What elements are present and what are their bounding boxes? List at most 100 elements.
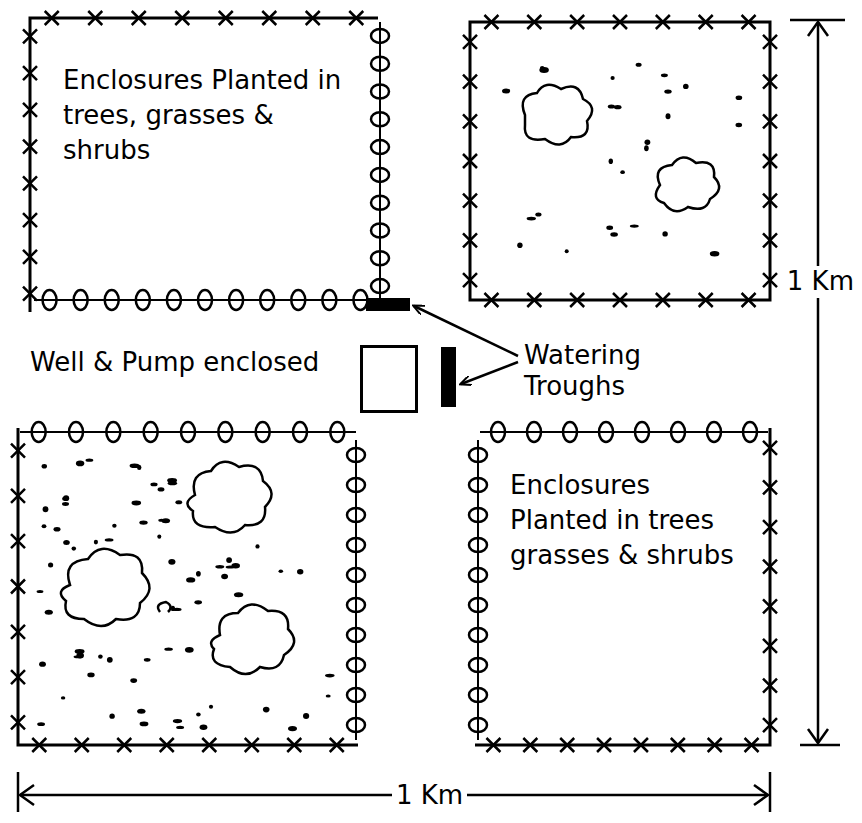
grass-tuft xyxy=(98,654,103,658)
grass-tuft xyxy=(43,506,49,512)
fence-edge xyxy=(30,18,378,312)
fence-x-mark xyxy=(656,293,670,307)
grass-tuft xyxy=(226,565,235,568)
grass-tuft xyxy=(144,658,151,662)
grass-tuft xyxy=(263,707,270,713)
grass-tuft xyxy=(176,726,184,729)
grass-tuft xyxy=(539,67,549,73)
grass-tuft xyxy=(186,577,195,582)
grass-tuft xyxy=(200,725,208,730)
grass-tuft xyxy=(137,465,141,470)
grass-tuft xyxy=(303,713,309,719)
grass-tuft xyxy=(279,570,284,574)
grass-tuft xyxy=(94,540,98,545)
fence-x-mark xyxy=(671,738,685,752)
watering-trough xyxy=(366,298,410,311)
fence-x-mark xyxy=(287,738,301,752)
fence-x-mark xyxy=(306,11,320,25)
fence-x-mark xyxy=(613,15,627,29)
fence-x-mark xyxy=(527,15,541,29)
dimension-horizontal xyxy=(18,772,770,812)
grass-tuft xyxy=(37,722,45,726)
grass-tuft xyxy=(168,559,175,565)
grass-tuft xyxy=(137,709,145,714)
well-enclosure: Well & Pump enclosed xyxy=(30,345,420,413)
fence-x-mark xyxy=(463,194,477,208)
grass-tuft xyxy=(710,251,720,257)
grass-tuft xyxy=(72,547,77,551)
grass-tuft xyxy=(130,678,137,683)
grass-tuft xyxy=(606,226,613,230)
grass-tuft xyxy=(736,123,743,127)
fence-x-mark xyxy=(570,15,584,29)
grass-tuft xyxy=(609,159,613,165)
planted-enclosure: Enclosures Planted in trees, grasses & s… xyxy=(45,45,365,290)
fence-x-mark xyxy=(484,293,498,307)
fence-x-mark xyxy=(11,625,25,639)
fence-x-mark xyxy=(763,639,777,653)
fence-x-mark xyxy=(11,534,25,548)
fence-x-mark xyxy=(613,293,627,307)
fence-x-mark xyxy=(245,738,259,752)
grass-tuft xyxy=(185,647,194,653)
grass-tuft xyxy=(209,705,213,709)
fence-x-mark xyxy=(745,738,759,752)
grass-tuft xyxy=(326,695,331,698)
grass-tuft xyxy=(683,84,689,89)
grass-tuft xyxy=(611,76,615,80)
grass-tuft xyxy=(565,249,569,253)
grass-tuft xyxy=(614,105,622,109)
grass-tuft xyxy=(620,170,625,174)
fence-x-mark xyxy=(23,287,37,301)
fence-x-mark xyxy=(463,154,477,168)
grass-tuft xyxy=(39,662,46,667)
grass-tuft xyxy=(150,483,157,487)
fence-x-mark xyxy=(349,11,363,25)
fence-x-mark xyxy=(23,176,37,190)
grass-tuft xyxy=(736,96,743,101)
grass-tuft xyxy=(630,224,639,227)
fence-x-mark xyxy=(463,273,477,287)
fence-x-mark xyxy=(11,670,25,684)
grass-tuft xyxy=(226,557,232,563)
fence-x-mark xyxy=(23,103,37,117)
fence-x-mark xyxy=(656,15,670,29)
well-label: Well & Pump enclosed xyxy=(30,347,345,378)
grass-tuft xyxy=(162,518,171,523)
fence-x-mark xyxy=(463,75,477,89)
grass-tuft xyxy=(196,571,201,577)
grass-tuft xyxy=(168,481,177,485)
grass-tuft xyxy=(62,497,67,501)
grass-tuft xyxy=(645,140,651,145)
leader-arrow xyxy=(461,362,518,384)
grass-tuft xyxy=(42,524,47,528)
grass-tuft xyxy=(105,538,114,541)
enclosure-label: Enclosures Planted in trees, grasses & s… xyxy=(45,45,365,186)
fence-x-mark xyxy=(523,738,537,752)
fence-x-mark xyxy=(117,738,131,752)
dimension-label: 1 Km xyxy=(392,780,467,811)
fence-x-mark xyxy=(763,154,777,168)
grass-tuft xyxy=(644,145,649,151)
fence-x-mark xyxy=(699,293,713,307)
grass-tuft xyxy=(608,105,615,109)
fence-x-mark xyxy=(23,66,37,80)
grass-tuft xyxy=(610,232,618,236)
fence-x-mark xyxy=(463,35,477,49)
fence-x-mark xyxy=(463,233,477,247)
fence-x-mark xyxy=(763,560,777,574)
grass-tuft xyxy=(62,502,69,506)
well-pump-box xyxy=(360,345,418,413)
fence-x-mark xyxy=(23,213,37,227)
grass-tuft xyxy=(109,714,114,719)
fence-x-mark xyxy=(763,194,777,208)
grass-tuft xyxy=(662,231,667,236)
coil-wire xyxy=(477,440,479,740)
grass-tuft xyxy=(502,88,510,93)
watering-trough xyxy=(441,347,456,407)
fence-x-mark xyxy=(763,233,777,247)
grass-tuft xyxy=(661,73,668,77)
grass-tuft xyxy=(255,544,259,548)
fence-edge xyxy=(18,428,358,745)
